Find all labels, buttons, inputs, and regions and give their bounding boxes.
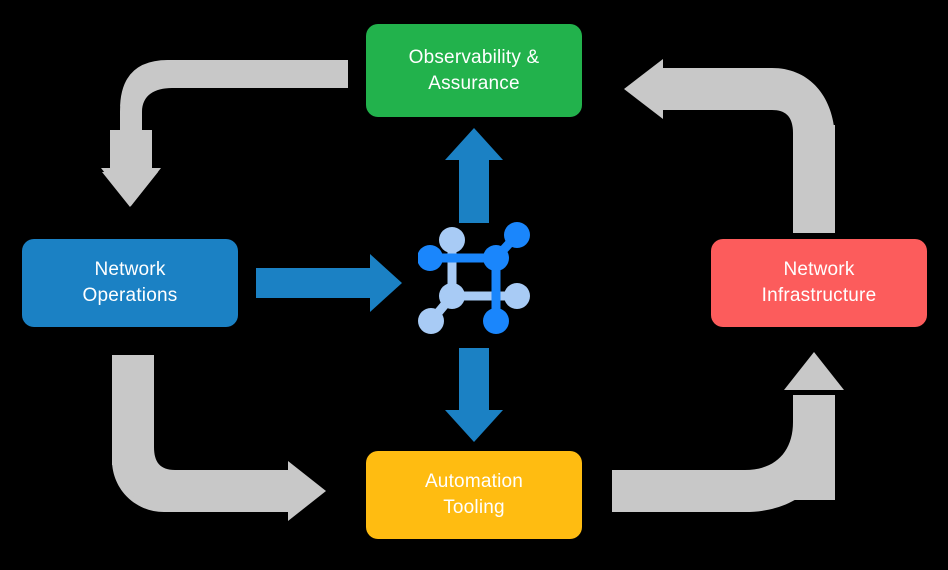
node-observability-label: Observability & Assurance (408, 46, 540, 94)
node-light-center (439, 283, 465, 309)
node-network-operations-label: Network Operations (82, 259, 178, 306)
arrow-shaft-center-to-observability (459, 155, 489, 223)
arrowhead-ops-to-center (370, 254, 402, 312)
blue-connector-layer (256, 128, 503, 442)
arrowhead-left-upper-right (624, 59, 663, 119)
node-light-right (504, 283, 530, 309)
network-topology-icon (418, 222, 530, 334)
node-light-top (439, 227, 465, 253)
arrow-corner-right-lower (612, 400, 835, 512)
node-network-infrastructure-label: Network Infrastructure (761, 259, 877, 306)
node-observability-assurance[interactable]: Observability & Assurance (366, 24, 582, 117)
node-automation-tooling[interactable]: Automation Tooling (366, 451, 582, 539)
node-light-bottom-left (418, 308, 444, 334)
arrow-observability-to-operations-body (120, 60, 348, 172)
node-network-infrastructure[interactable]: Network Infrastructure (711, 239, 927, 327)
arrow-corner-right-upper (662, 68, 835, 140)
node-dark-bottom (483, 308, 509, 334)
arrow-shaft-ops-to-center (256, 268, 374, 298)
node-dark-top-right (504, 222, 530, 248)
arrowhead-center-to-observability (445, 128, 503, 160)
arrowhead-down-left (101, 168, 161, 206)
node-automation-tooling-label: Automation Tooling (424, 471, 524, 518)
node-dark-left (418, 245, 443, 271)
arrow-corner-left-lower (112, 440, 292, 512)
arrowhead-right-lower-left (288, 461, 326, 521)
arrow-shaft-right-upper (793, 125, 835, 233)
arrowhead-up-lower-right (784, 352, 844, 390)
arrow-shaft-center-to-automation (459, 348, 489, 416)
node-network-operations[interactable]: Network Operations (22, 239, 238, 327)
node-dark-center (483, 245, 509, 271)
arrowhead-center-to-automation (445, 410, 503, 442)
arrow-shaft-left-upper (110, 130, 152, 172)
